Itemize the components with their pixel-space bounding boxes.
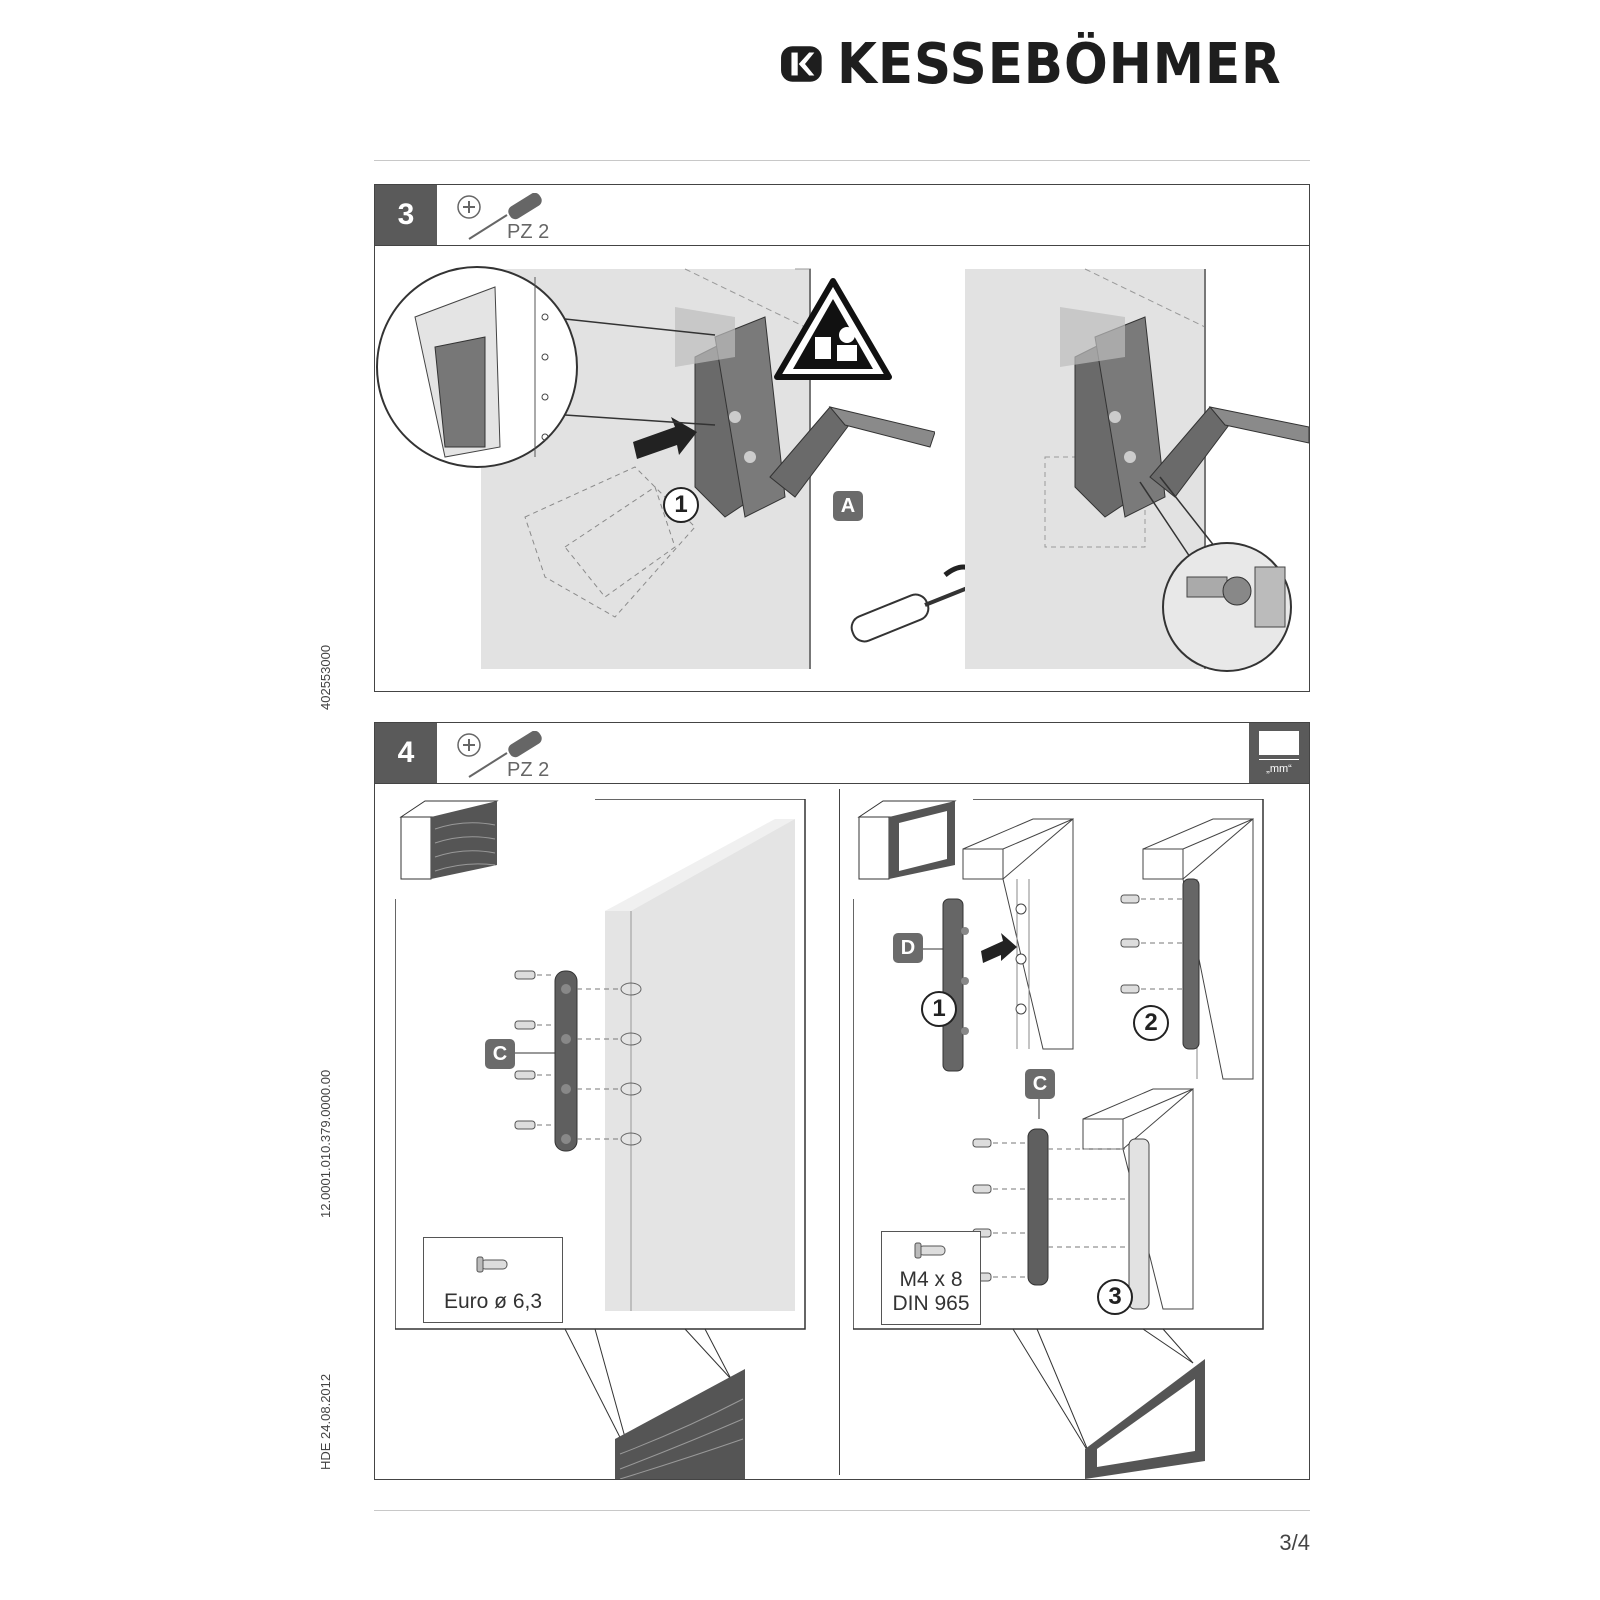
step-4-left-screw-legend: Euro ø 6,3: [423, 1237, 563, 1323]
screw-icon: [476, 1256, 508, 1273]
step-4-right-illustration: [853, 799, 1264, 1479]
bottom-divider: [374, 1510, 1310, 1511]
step-4-tool-label: PZ 2: [507, 759, 550, 781]
top-divider: [374, 160, 1310, 161]
screwdriver-icon: [457, 193, 542, 240]
step-3-callout-1: 1: [663, 487, 699, 523]
side-code-3: HDE 24.08.2012: [318, 1373, 333, 1470]
step-4-divider: [839, 789, 840, 1475]
step-3-panel: 3 PZ 2: [374, 184, 1310, 692]
step-4-right-part-c: C: [1025, 1069, 1055, 1099]
step-4-left-screw-spec: Euro ø 6,3: [443, 1290, 543, 1313]
step-4-right-screw-legend: M4 x 8 DIN 965: [881, 1231, 981, 1325]
frame-front-icon: [857, 800, 957, 880]
measure-mm-icon: „mm“: [1249, 723, 1309, 783]
step-4-right-screw-spec-line1: M4 x 8: [899, 1268, 963, 1291]
side-code-2: 12.0001.010.379.0000.00: [318, 1069, 333, 1218]
step-4-right-callout-1: 1: [921, 991, 957, 1027]
step-4-panel: 4 PZ 2 „mm“: [374, 722, 1310, 1480]
screw-icon: [514, 970, 536, 1130]
step-4-right-part-d: D: [893, 933, 923, 963]
step-3-illustration-mount: [376, 266, 935, 669]
step-4-right-callout-2: 2: [1133, 1005, 1169, 1041]
screw-icon: [914, 1242, 946, 1259]
step-3-number: 3: [375, 185, 437, 245]
step-3-tool-label: PZ 2: [507, 221, 550, 243]
step-4-left-part-c: C: [485, 1039, 515, 1069]
warning-pinch-icon: [774, 278, 892, 380]
push-arrow-icon: [633, 417, 697, 459]
wood-front-icon: [399, 800, 499, 880]
step-3-part-a: A: [833, 491, 863, 521]
step-4-header: 4 PZ 2 „mm“: [375, 723, 1309, 784]
step-4-right-screw-spec-line2: DIN 965: [892, 1292, 970, 1315]
brand-logo: KESSEBÖHMER: [780, 24, 1320, 104]
page-number: 3/4: [1279, 1530, 1310, 1555]
screwdriver-icon: [457, 731, 542, 778]
step-3-header: 3 PZ 2: [375, 185, 1309, 246]
step-4-unit-label: „mm“: [1266, 763, 1292, 775]
step-4-right-callout-3: 3: [1097, 1279, 1133, 1315]
step-4-left-illustration: [395, 799, 806, 1479]
step-4-number: 4: [375, 723, 437, 783]
push-arrow-icon: [981, 933, 1017, 963]
brand-logo-icon: [781, 46, 822, 82]
side-code-1: 402553000: [318, 644, 333, 710]
brand-name: KESSEBÖHMER: [836, 31, 1282, 97]
step-3-illustration-screw: [965, 268, 1309, 672]
